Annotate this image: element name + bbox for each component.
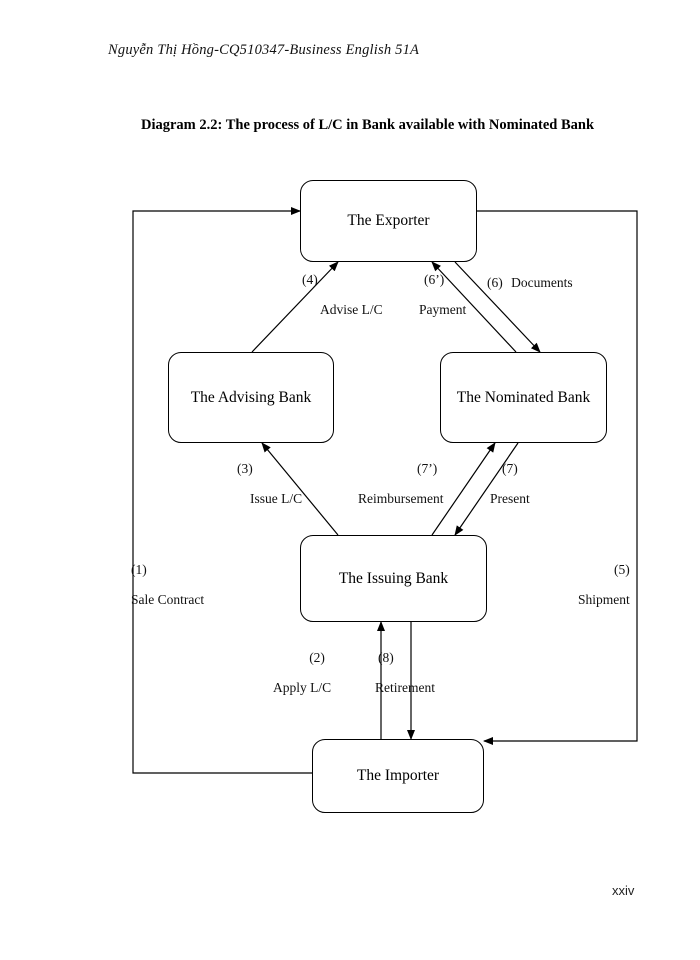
edge-text-apply-lc: Apply L/C <box>273 680 332 695</box>
edge-text-issue-lc: Issue L/C <box>250 491 303 506</box>
node-importer-label: The Importer <box>356 767 440 784</box>
edge-label-reimbursement: (7’) Reimbursement <box>358 461 443 507</box>
node-nominated-bank-label: The Nominated Bank <box>456 388 591 406</box>
node-issuing-bank[interactable]: The Issuing Bank <box>300 535 487 622</box>
edge-num-advise-lc: (4) <box>302 272 318 287</box>
edge-line-documents <box>454 261 541 353</box>
edge-line-present <box>454 442 519 536</box>
edge-line-advise-lc <box>251 261 339 353</box>
edge-label-documents: (6) Documents <box>487 275 573 291</box>
edge-num-payment: (6’) <box>424 272 445 287</box>
edge-text-shipment: Shipment <box>577 592 630 607</box>
edge-num-retirement: (8) <box>378 650 394 665</box>
edge-line-shipment <box>477 210 638 745</box>
edge-line-payment <box>431 261 517 353</box>
edge-text-advise-lc: Advise L/C <box>320 302 383 317</box>
edge-label-issue-lc: (3) Issue L/C <box>237 461 302 507</box>
edge-num-issue-lc: (3) <box>237 461 253 476</box>
edge-label-sale-contract: (1) Sale Contract <box>131 562 204 608</box>
edge-text-present: Present <box>490 491 530 506</box>
page-number: xxiv <box>612 883 635 898</box>
edge-line-sale-contract <box>132 207 312 774</box>
node-advising-bank-label: The Advising Bank <box>190 388 312 406</box>
node-issuing-bank-label: The Issuing Bank <box>338 569 449 587</box>
edge-label-advise-lc: (4) Advise L/C <box>302 272 383 318</box>
edge-label-apply-lc: (2) Apply L/C <box>273 650 331 696</box>
edge-num-reimbursement: (7’) <box>417 461 438 476</box>
node-exporter-label: The Exporter <box>347 212 430 229</box>
edge-label-payment: (6’) Payment <box>419 272 466 318</box>
node-exporter[interactable]: The Exporter <box>300 180 477 262</box>
edge-text-sale-contract: Sale Contract <box>131 592 205 607</box>
edge-text-payment: Payment <box>419 302 467 317</box>
node-nominated-bank[interactable]: The Nominated Bank <box>440 352 607 443</box>
edge-text-reimbursement: Reimbursement <box>358 491 444 506</box>
edge-num-shipment: (5) <box>614 562 630 577</box>
node-importer[interactable]: The Importer <box>312 739 484 813</box>
node-advising-bank[interactable]: The Advising Bank <box>168 352 334 443</box>
document-header: Nguyễn Thị Hồng-CQ510347-Business Englis… <box>108 42 420 58</box>
edge-label-shipment: (5) Shipment <box>562 562 630 608</box>
edge-num-sale-contract: (1) <box>131 562 147 577</box>
edge-text-documents: Documents <box>511 275 573 290</box>
edge-label-retirement: (8) Retirement <box>375 650 435 696</box>
edge-label-present: (7) Present <box>490 461 530 507</box>
edge-num-apply-lc: (2) <box>309 650 325 665</box>
edge-num-present: (7) <box>502 461 518 476</box>
edge-text-retirement: Retirement <box>375 680 435 695</box>
diagram-title: Diagram 2.2: The process of L/C in Bank … <box>141 117 595 133</box>
edge-num-documents: (6) <box>487 275 503 290</box>
edge-line-issue-lc <box>261 442 339 536</box>
edge-line-reimbursement <box>431 442 496 536</box>
